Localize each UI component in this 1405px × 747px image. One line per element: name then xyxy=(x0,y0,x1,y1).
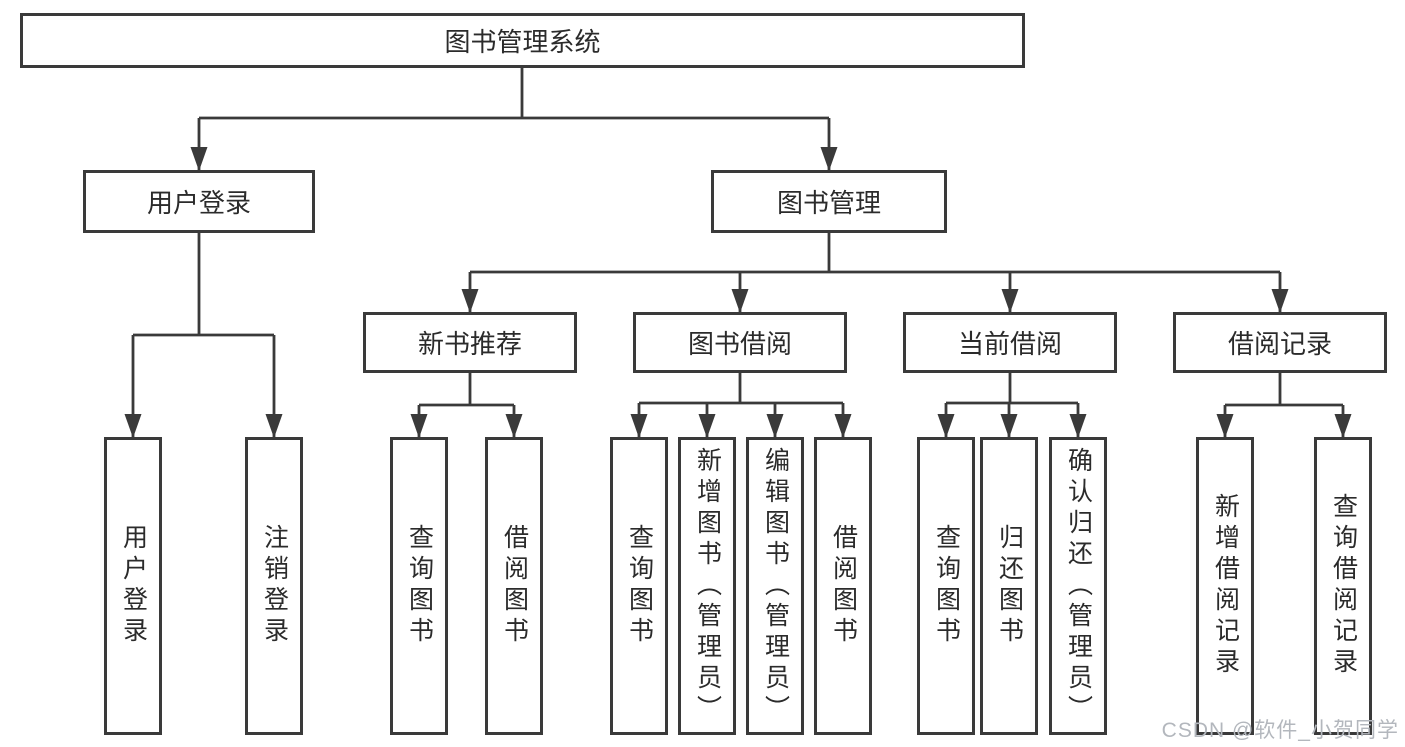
node-current-borrowing: 当前借阅 xyxy=(903,312,1117,373)
node-label: 用户登录 xyxy=(146,188,251,218)
node-query-borrow-record: 查询借阅记录 xyxy=(1314,437,1372,735)
node-label: 新书推荐 xyxy=(417,329,522,359)
node-label: 新增图书（管理员） xyxy=(693,446,722,726)
node-logout-login: 注销登录 xyxy=(245,437,303,735)
node-confirm-return-admin: 确认归还（管理员） xyxy=(1049,437,1107,735)
node-query-books-recommend: 查询图书 xyxy=(390,437,448,735)
node-label: 借阅图书 xyxy=(829,524,858,648)
node-book-management: 图书管理 xyxy=(711,170,947,233)
node-label: 编辑图书（管理员） xyxy=(761,446,790,726)
node-book-borrowing: 图书借阅 xyxy=(633,312,847,373)
node-label: 当前借阅 xyxy=(957,329,1062,359)
node-borrow-books-recommend: 借阅图书 xyxy=(485,437,543,735)
node-add-books-admin: 新增图书（管理员） xyxy=(678,437,736,735)
node-query-books-borrowing: 查询图书 xyxy=(610,437,668,735)
node-label: 查询图书 xyxy=(625,524,654,648)
node-label: 归还图书 xyxy=(995,524,1024,648)
node-new-book-recommendation: 新书推荐 xyxy=(363,312,577,373)
node-library-management-system: 图书管理系统 xyxy=(20,13,1025,68)
node-borrowing-records: 借阅记录 xyxy=(1173,312,1387,373)
node-label: 图书管理系统 xyxy=(444,27,601,57)
node-borrow-books-borrowing: 借阅图书 xyxy=(814,437,872,735)
node-label: 图书借阅 xyxy=(687,329,792,359)
node-return-books: 归还图书 xyxy=(980,437,1038,735)
node-label: 图书管理 xyxy=(776,188,881,218)
node-label: 注销登录 xyxy=(260,524,289,648)
node-user-login: 用户登录 xyxy=(83,170,315,233)
node-label: 用户登录 xyxy=(119,524,148,648)
node-add-borrow-record: 新增借阅记录 xyxy=(1196,437,1254,735)
node-label: 借阅图书 xyxy=(500,524,529,648)
watermark: CSDN @软件_小贺同学 xyxy=(1161,719,1399,742)
node-label: 新增借阅记录 xyxy=(1211,493,1240,679)
node-label: 借阅记录 xyxy=(1227,329,1332,359)
node-label: 确认归还（管理员） xyxy=(1064,446,1093,726)
node-edit-books-admin: 编辑图书（管理员） xyxy=(746,437,804,735)
node-user-login-leaf: 用户登录 xyxy=(104,437,162,735)
node-label: 查询图书 xyxy=(932,524,961,648)
node-label: 查询图书 xyxy=(405,524,434,648)
node-label: 查询借阅记录 xyxy=(1329,493,1358,679)
node-query-books-current: 查询图书 xyxy=(917,437,975,735)
